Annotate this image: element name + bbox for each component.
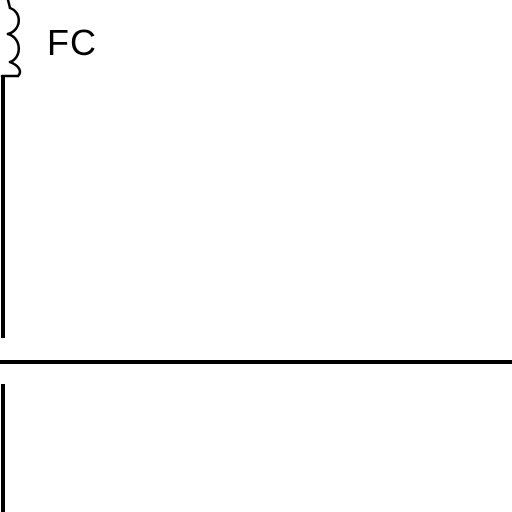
component-label: FC xyxy=(47,22,97,63)
coil-icon xyxy=(0,0,22,78)
